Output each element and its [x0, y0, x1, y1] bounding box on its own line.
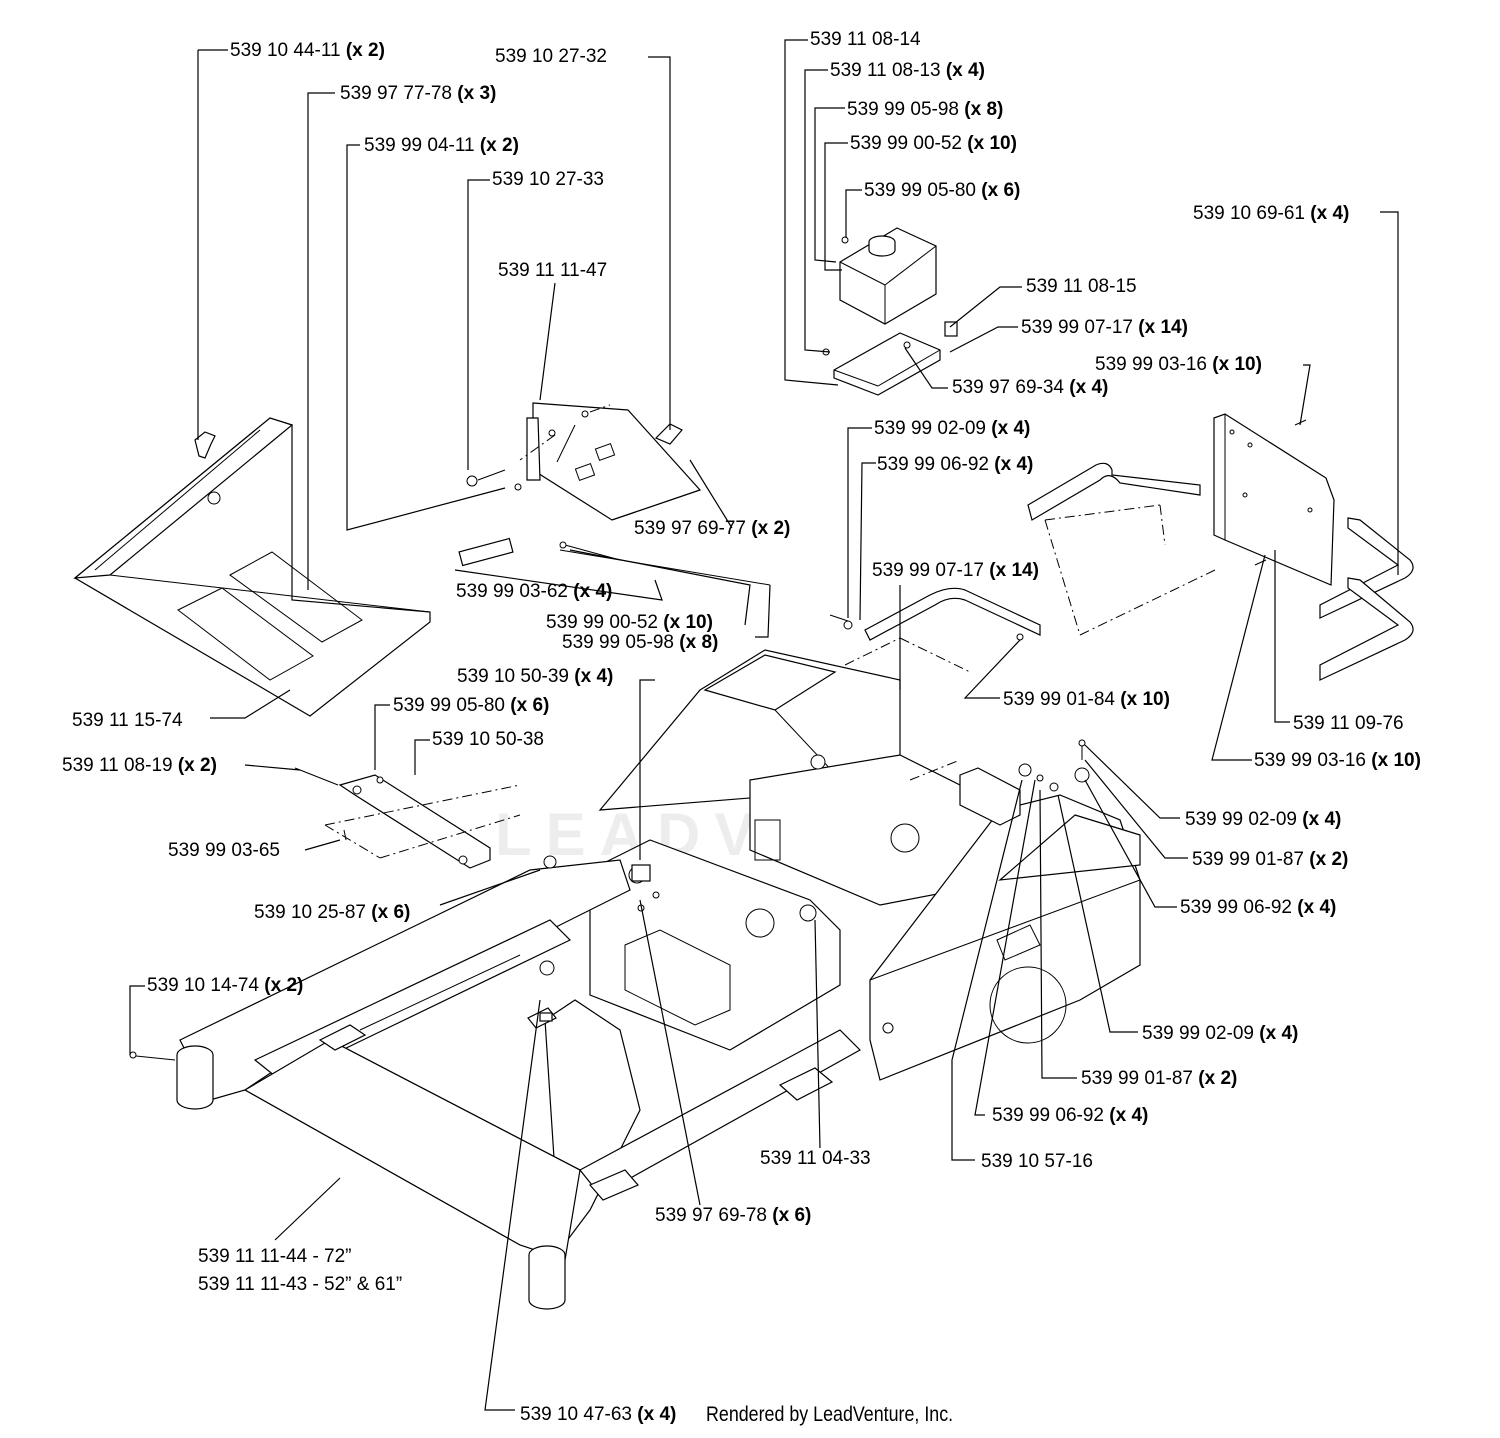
callout-label: 539 97 77-78 (x 3) [340, 83, 496, 104]
callout-label: 539 11 08-15 [1026, 276, 1137, 297]
floor-pan [73, 417, 514, 717]
callout-label: 539 99 05-98 (x 8) [847, 99, 1003, 120]
callout-label: 539 97 69-78 (x 6) [655, 1205, 811, 1226]
callout-label: 539 99 03-62 (x 4) [456, 581, 612, 602]
callout-label: 539 11 11-43 - 52” & 61” [198, 1274, 402, 1295]
callout-label: 539 99 02-09 (x 4) [1142, 1023, 1298, 1044]
callout-label: 539 10 57-16 [981, 1151, 1093, 1172]
callout-label: 539 99 01-87 (x 2) [1192, 849, 1348, 870]
callout-label: 539 99 05-98 (x 8) [562, 632, 718, 653]
callout-label: 539 11 15-74 [72, 710, 183, 731]
callout-label: 539 10 50-39 (x 4) [457, 666, 613, 687]
fuel-tank-assembly [822, 227, 958, 396]
callout-labels: 539 10 44-11 (x 2) 539 97 77-78 (x 3) 53… [62, 29, 1421, 1425]
callout-label: 539 97 69-34 (x 4) [952, 377, 1108, 398]
callout-label: 539 99 06-92 (x 4) [1180, 897, 1336, 918]
mid-bracket [829, 587, 1041, 673]
callout-label: 539 99 01-87 (x 2) [1081, 1068, 1237, 1089]
callout-label: 539 99 04-11 (x 2) [364, 135, 519, 156]
callout-label: 539 99 00-52 (x 10) [850, 133, 1017, 154]
callout-label: 539 11 08-14 [810, 29, 921, 50]
callout-label: 539 11 11-44 - 72” [198, 1246, 352, 1267]
callout-label: 539 99 00-52 (x 10) [546, 612, 713, 633]
callout-label: 539 10 27-33 [492, 169, 604, 190]
rear-bumper-rails [1319, 517, 1414, 681]
callout-label: 539 10 27-32 [495, 46, 607, 67]
callout-label: 539 10 69-61 (x 4) [1193, 203, 1349, 224]
callout-label: 539 99 03-16 (x 10) [1095, 354, 1262, 375]
callout-label: 539 11 11-47 [498, 260, 607, 281]
callout-label: 539 11 04-33 [760, 1148, 871, 1169]
leader-lines [129, 39, 1399, 1411]
callout-label: 539 99 03-16 (x 10) [1254, 750, 1421, 771]
callout-label: 539 99 02-09 (x 4) [1185, 809, 1341, 830]
main-chassis [589, 649, 1141, 1081]
callout-label: 539 10 50-38 [432, 729, 544, 750]
callout-label: 539 99 05-80 (x 6) [393, 695, 549, 716]
callout-label: 539 11 09-76 [1293, 713, 1404, 734]
deck-lift-plate [294, 767, 521, 869]
callout-label: 539 99 06-92 (x 4) [877, 454, 1033, 475]
callout-label: 539 99 06-92 (x 4) [992, 1105, 1148, 1126]
callout-label: 539 99 03-65 [168, 840, 280, 861]
callout-label: 539 10 47-63 (x 4) [520, 1404, 676, 1425]
callout-label: 539 10 44-11 (x 2) [230, 40, 385, 61]
callout-label: 539 11 08-13 (x 4) [830, 60, 985, 81]
callout-label: 539 10 25-87 (x 6) [254, 902, 410, 923]
front-frame [129, 859, 861, 1310]
callout-label: 539 10 14-74 (x 2) [147, 975, 303, 996]
callout-label: 539 99 01-84 (x 10) [1003, 689, 1170, 710]
drawing-layer [73, 227, 1414, 1310]
control-bracket-assembly [466, 402, 771, 586]
rendered-by-credit: Rendered by LeadVenture, Inc. [706, 1403, 954, 1426]
callout-label: 539 99 07-17 (x 14) [1021, 317, 1188, 338]
callout-label: 539 11 08-19 (x 2) [62, 755, 217, 776]
callout-label: 539 99 07-17 (x 14) [872, 560, 1039, 581]
chassis-hardware [539, 739, 1090, 1022]
callout-label: 539 99 05-80 (x 6) [864, 180, 1020, 201]
rear-bracket-plate [1027, 413, 1335, 636]
callout-label: 539 99 02-09 (x 4) [874, 418, 1030, 439]
callout-label: 539 97 69-77 (x 2) [634, 518, 790, 539]
